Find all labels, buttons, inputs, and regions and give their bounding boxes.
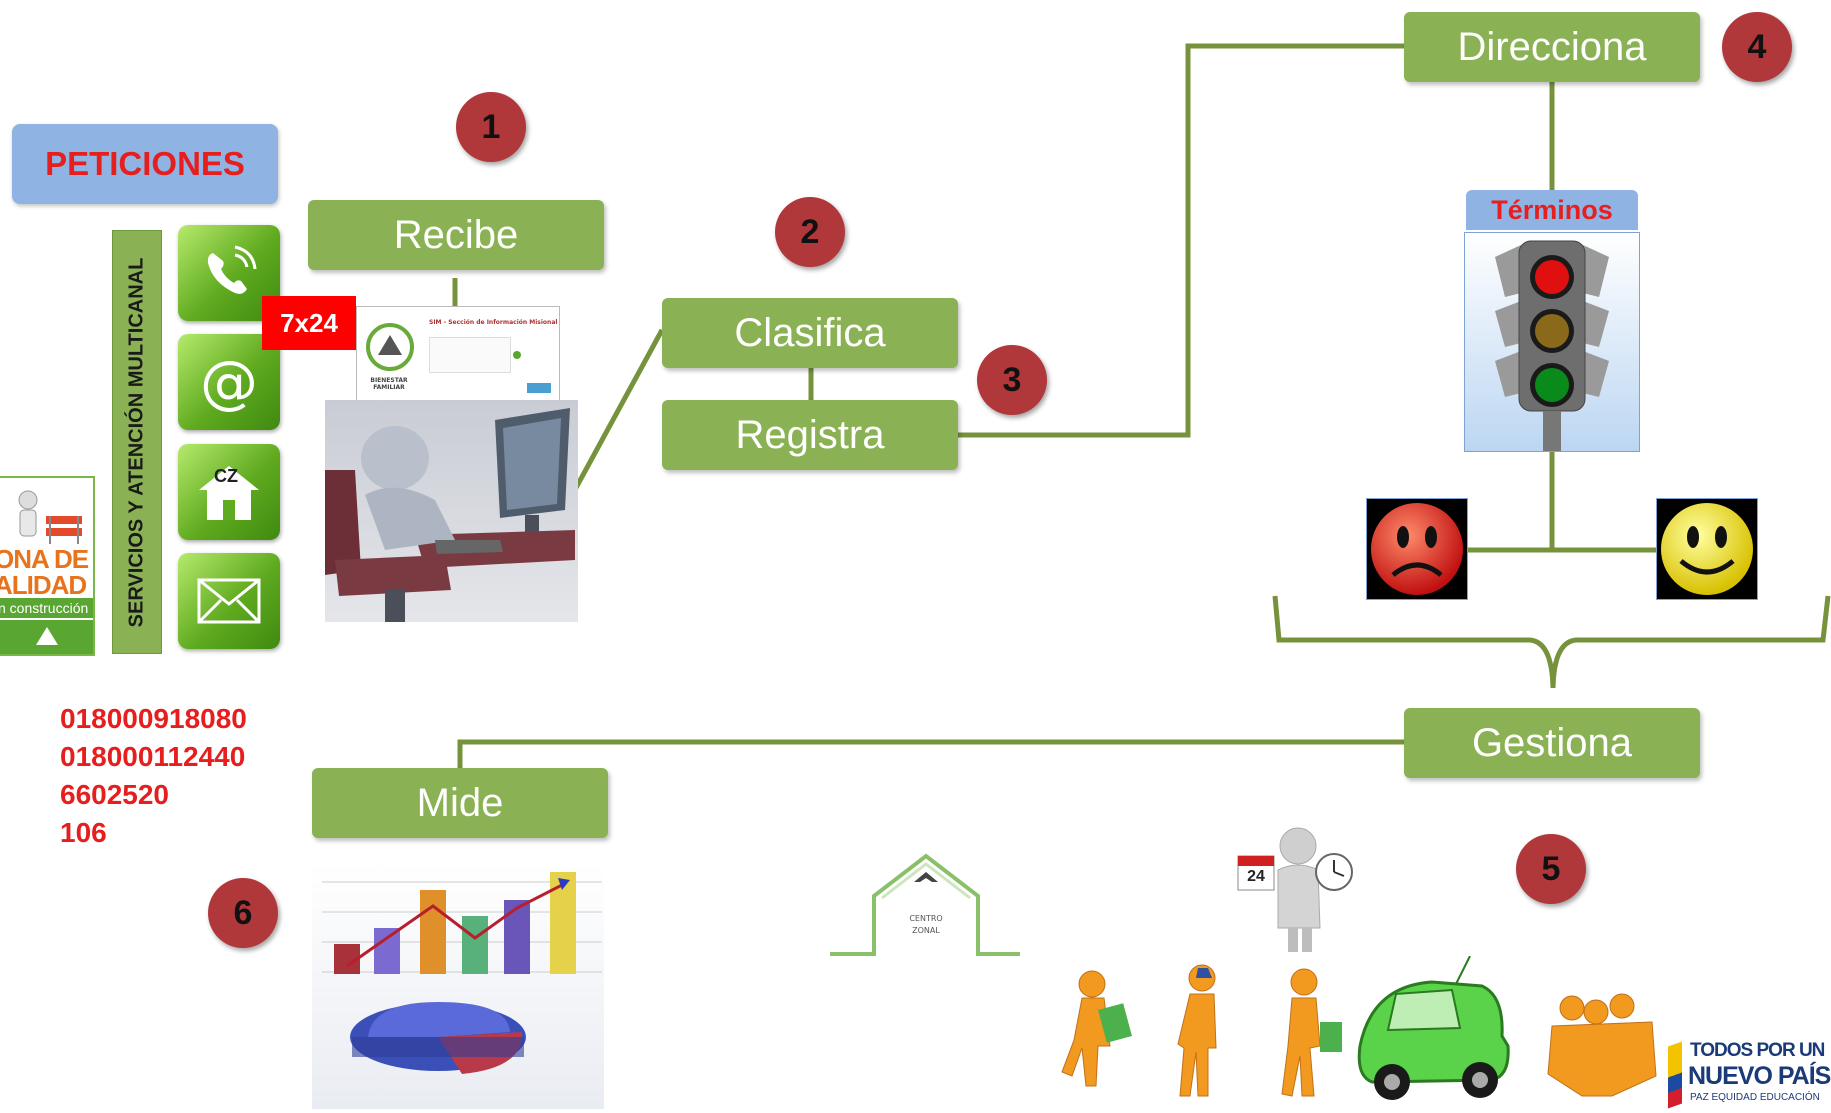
traffic-light-image — [1464, 232, 1640, 452]
logo-line1: TODOS POR UN — [1690, 1040, 1825, 1061]
zona-line3: n construcción — [0, 598, 93, 618]
step-number-6: 6 — [208, 878, 278, 948]
centro-zonal-line2: ZONAL — [912, 926, 940, 935]
zona-line2: ALIDAD — [0, 570, 87, 600]
house-icon — [199, 466, 259, 520]
step-recibe: Recibe — [308, 200, 604, 270]
centro-zonal-line1: CENTRO — [909, 914, 943, 923]
bar-pie-chart-icon — [322, 872, 602, 1074]
phone-number: 106 — [60, 817, 107, 848]
calendar-clock-figure-icon — [1237, 827, 1353, 952]
multichannel-label: SERVICIOS Y ATENCIÓN MULTICANAL — [125, 257, 148, 627]
zona-line1: ONA DE — [0, 544, 89, 574]
metrics-chart-image — [312, 862, 604, 1109]
centro-zonal-channel-tile: CZ — [178, 444, 280, 540]
step-clasifica: Clasifica — [662, 298, 958, 368]
logo-line2: NUEVO PAÍS — [1688, 1062, 1831, 1090]
step-mide-label: Mide — [416, 780, 504, 825]
house-outline-icon — [830, 853, 1020, 956]
step-recibe-label: Recibe — [393, 212, 519, 257]
flag-stripe-icon — [1668, 1041, 1682, 1109]
bienestar-logo-icon — [0, 620, 93, 654]
orange-workers-icon — [1061, 955, 1657, 1100]
availability-label: 7x24 — [280, 307, 338, 338]
todos-por-un-nuevo-pais-logo: TODOS POR UN NUEVO PAÍS PAZ EQUIDAD EDUC… — [1668, 1036, 1831, 1109]
happy-face-image — [1656, 498, 1758, 600]
step-direcciona-label: Direcciona — [1457, 24, 1647, 69]
schedule-figure-image: 24 — [1234, 824, 1358, 954]
traffic-light-icon — [1495, 240, 1609, 451]
step-gestiona-label: Gestiona — [1471, 720, 1633, 765]
calendar-day: 24 — [1247, 868, 1265, 885]
construction-figure-icon — [6, 486, 88, 546]
user-at-computer-image — [325, 400, 578, 622]
peticiones-label: PETICIONES — [45, 145, 245, 182]
availability-badge: 7x24 — [262, 296, 356, 350]
step-number-2: 2 — [775, 197, 845, 267]
at-icon: @ — [200, 348, 258, 416]
envelope-icon — [197, 578, 261, 624]
step-mide: Mide — [312, 768, 608, 838]
bienestar-logo-icon — [366, 323, 414, 371]
thumbnail-title: SIM - Sección de Información Misional — [429, 319, 558, 326]
mail-channel-tile — [178, 553, 280, 649]
multichannel-vertical-bar: SERVICIOS Y ATENCIÓN MULTICANAL — [112, 230, 162, 654]
terminos-label: Términos — [1491, 194, 1613, 225]
terminos-label-box: Términos — [1466, 190, 1638, 230]
phone-numbers: 018000918080 018000112440 6602520 106 — [60, 700, 247, 852]
phone-icon — [207, 245, 257, 294]
thumbnail-logo-text: BIENESTAR FAMILIAR — [370, 377, 408, 391]
sad-face-icon — [1371, 503, 1463, 595]
step-number-3: 3 — [977, 345, 1047, 415]
sad-face-image — [1366, 498, 1468, 600]
step-registra-label: Registra — [735, 412, 885, 457]
happy-face-icon — [1661, 503, 1753, 595]
cz-label: CZ — [214, 466, 238, 486]
zona-calidad-sign: ONA DE ALIDAD n construcción — [0, 476, 95, 656]
step-clasifica-label: Clasifica — [734, 310, 886, 355]
workers-illustration — [1052, 955, 1666, 1109]
step-registra: Registra — [662, 400, 958, 470]
email-channel-tile: @ — [178, 334, 280, 430]
step-number-4: 4 — [1722, 12, 1792, 82]
step-number-5: 5 — [1516, 834, 1586, 904]
phone-number: 018000918080 — [60, 703, 247, 734]
step-number-1: 1 — [456, 92, 526, 162]
step-direcciona: Direcciona — [1404, 12, 1700, 82]
phone-number: 6602520 — [60, 779, 170, 810]
system-screen-thumbnail: BIENESTAR FAMILIAR SIM - Sección de Info… — [356, 306, 560, 404]
phone-number: 018000112440 — [60, 741, 246, 772]
logo-line3: PAZ EQUIDAD EDUCACIÓN — [1690, 1092, 1820, 1103]
centro-zonal-image: CENTRO ZONAL — [830, 850, 1020, 970]
step-gestiona: Gestiona — [1404, 708, 1700, 778]
peticiones-box: PETICIONES — [12, 124, 278, 204]
